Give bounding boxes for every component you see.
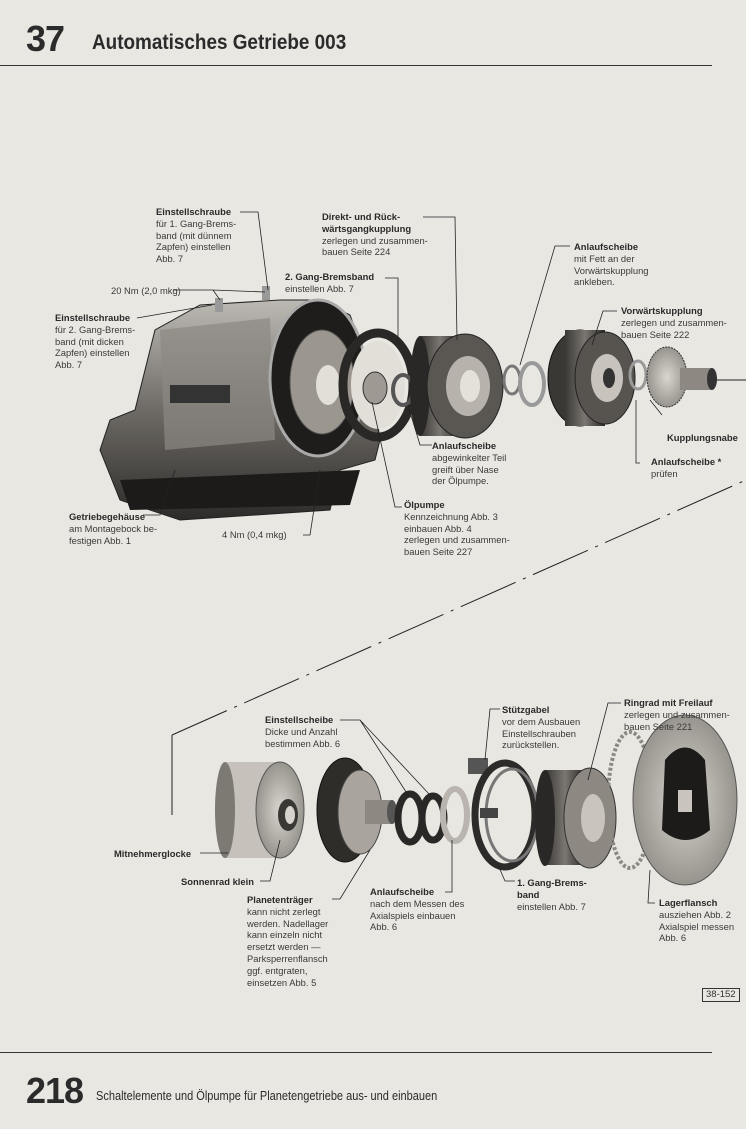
transmission-housing: [99, 286, 381, 521]
figure-reference: 38-152: [702, 988, 740, 1002]
alignment-line: [171, 479, 746, 736]
label-einstellschraube-1: Einstellschraube für 1. Gang-Brems- band…: [156, 206, 237, 265]
label-sonnenrad-klein: Sonnenrad klein: [181, 876, 254, 887]
forward-clutch: [547, 329, 636, 427]
footer-divider: [0, 1052, 712, 1053]
label-ringrad-freilauf: Ringrad mit Freilauf zerlegen und zusamm…: [624, 697, 730, 732]
label-anlaufscheibe-pruefen: Anlaufscheibe * prüfen: [651, 456, 722, 479]
label-planetentraeger: Planetenträger kann nicht zerlegt werden…: [247, 894, 329, 988]
label-vorwaertskupplung: Vorwärtskupplung zerlegen und zusammen- …: [621, 305, 727, 340]
clutch-hub: [646, 346, 717, 408]
label-2-gang-bremsband: 2. Gang-Bremsband einstellen Abb. 7: [285, 271, 375, 294]
ring-gear: [535, 767, 617, 869]
thrust-washer: [628, 359, 648, 391]
label-lagerflansch: Lagerflansch ausziehen Abb. 2 Axialspiel…: [659, 897, 735, 944]
label-getriebegehaeuse: Getriebegehäuse am Montagebock be- festi…: [69, 511, 158, 546]
label-anlaufscheibe-axialspiel: Anlaufscheibe nach dem Messen des Axials…: [370, 886, 465, 933]
label-title: Einstellschraube: [156, 206, 232, 217]
bearing-flange: [632, 714, 738, 886]
brake-band-1: [468, 758, 540, 871]
page-title: Schaltelemente und Ölpumpe für Planeteng…: [96, 1089, 438, 1103]
label-stuetzgabel: Stützgabel vor dem Ausbauen Einstellschr…: [502, 704, 581, 751]
thrust-washer: [440, 786, 470, 844]
header-divider: [0, 65, 712, 66]
label-kupplungsnabe: Kupplungsnabe: [667, 432, 738, 443]
chapter-number: 37: [26, 18, 65, 59]
label-einstellscheibe: Einstellscheibe Dicke und Anzahl bestimm…: [265, 714, 341, 749]
page-number: 218: [26, 1070, 84, 1111]
chapter-title: Automatisches Getriebe 003: [92, 31, 347, 54]
planet-carrier: [316, 757, 397, 863]
direct-reverse-clutch: [410, 333, 504, 439]
label-torque-4nm: 4 Nm (0,4 mkg): [222, 529, 287, 540]
thrust-washer: [502, 364, 522, 396]
label-direkt-rueckwaertsgangkupplung: Direkt- und Rück- wärtsgangkupplung zerl…: [322, 211, 428, 258]
label-torque-20nm: 20 Nm (2,0 mkg): [111, 285, 181, 296]
thrust-washer: [518, 361, 546, 407]
leader-lines: [136, 211, 663, 904]
label-anlaufscheibe-nase: Anlaufscheibe abgewinkelter Teil greift …: [432, 440, 507, 487]
label-oelpumpe: Ölpumpe Kennzeichnung Abb. 3 einbauen Ab…: [404, 499, 510, 558]
label-einstellschraube-2: Einstellschraube für 2. Gang-Brems- band…: [55, 312, 136, 371]
label-1-gang-bremsband: 1. Gang-Brems- band einstellen Abb. 7: [517, 877, 587, 912]
drive-shell: [215, 761, 305, 859]
label-anlaufscheibe-fett: Anlaufscheibe mit Fett an der Vorwärtsku…: [574, 241, 649, 288]
shim: [394, 790, 426, 846]
brake-band-2: [338, 328, 418, 442]
label-mitnehmerglocke: Mitnehmerglocke: [114, 848, 192, 859]
